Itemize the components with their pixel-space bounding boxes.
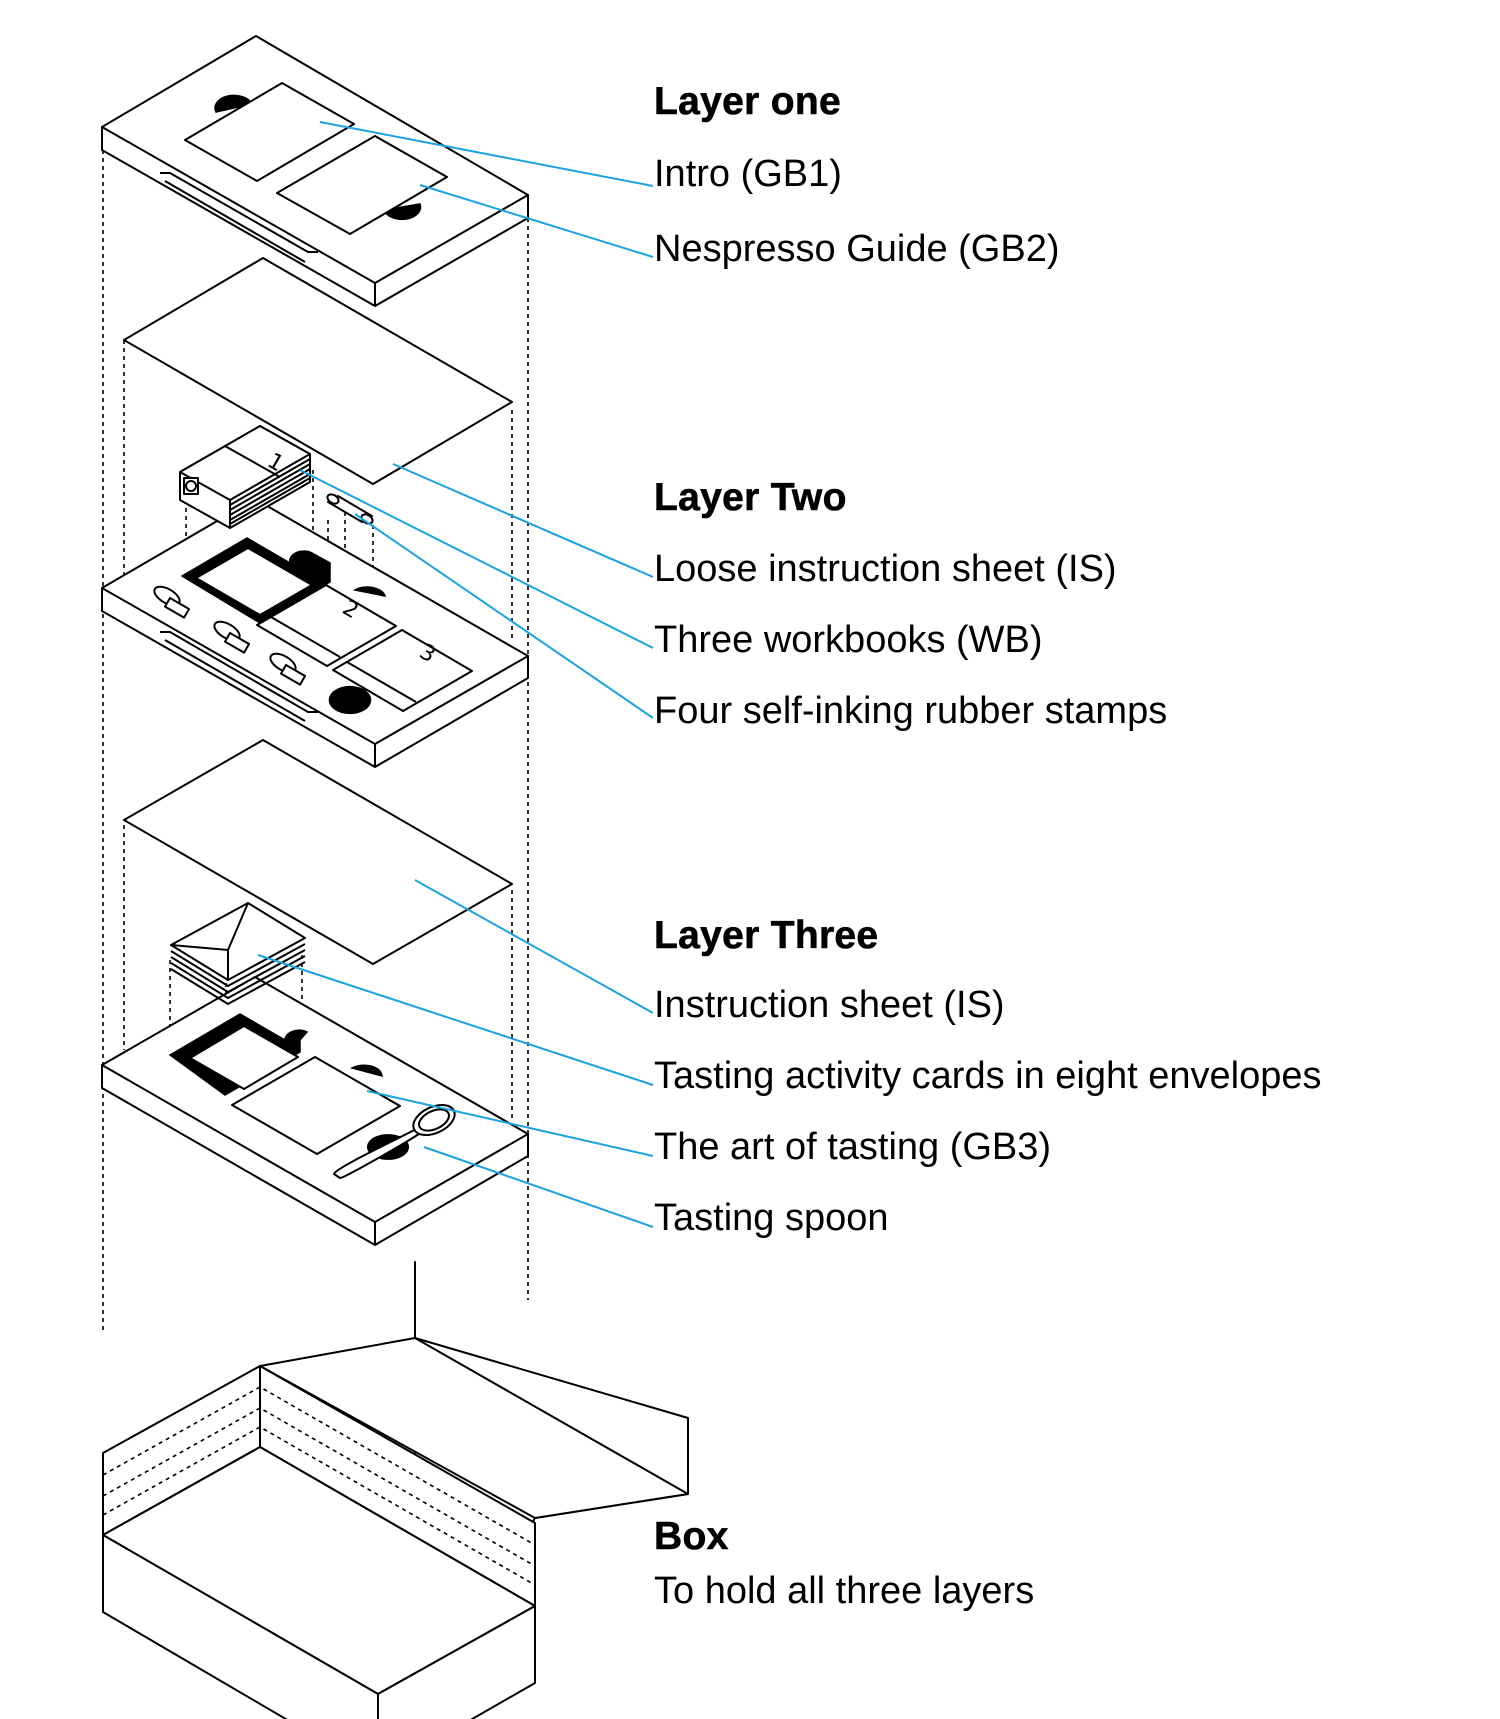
three-workbooks-label: Three workbooks (WB): [654, 619, 1043, 661]
instruction-sheet: [123, 739, 513, 965]
layer-one-heading: Layer one: [654, 80, 841, 124]
instruction-sheet-label: Instruction sheet (IS): [654, 984, 1005, 1026]
tasting-spoon-icon: [333, 1103, 456, 1179]
rubber-stamp-icon: [153, 585, 191, 619]
layer-two-heading: Layer Two: [654, 476, 847, 520]
workbook-1-stack: [179, 425, 311, 529]
tasting-spoon-label: Tasting spoon: [654, 1197, 889, 1239]
box-heading: Box: [654, 1515, 729, 1559]
single-stamp-icon: [326, 493, 374, 525]
layer-three-tray: [101, 976, 529, 1246]
nespresso-guide-gb2-label: Nespresso Guide (GB2): [654, 228, 1060, 270]
rubber-stamp-icon: [269, 652, 307, 686]
layer-two-tray: [101, 498, 529, 768]
box: [102, 1261, 689, 1719]
leader-lines: [257, 121, 654, 1228]
rubber-stamps-label: Four self-inking rubber stamps: [654, 690, 1168, 732]
envelope-stack-icon: [170, 902, 306, 1006]
art-of-tasting-gb3-label: The art of tasting (GB3): [654, 1126, 1052, 1168]
loose-instruction-sheet: [123, 257, 513, 485]
workbook-3: [332, 629, 473, 712]
layer-three-heading: Layer Three: [654, 914, 879, 958]
intro-gb1-label: Intro (GB1): [654, 153, 842, 195]
art-of-tasting-gb3-booklet: [231, 1056, 401, 1155]
intro-gb1-booklet: [184, 82, 355, 182]
workbook-2: [256, 584, 397, 667]
tasting-cards-label: Tasting activity cards in eight envelope…: [654, 1055, 1322, 1097]
box-description: To hold all three layers: [654, 1570, 1035, 1612]
rubber-stamp-icon: [213, 620, 251, 654]
nespresso-guide-gb2-booklet: [276, 135, 448, 235]
loose-instruction-sheet-label: Loose instruction sheet (IS): [654, 548, 1117, 590]
layer-one-tray: [101, 35, 529, 307]
